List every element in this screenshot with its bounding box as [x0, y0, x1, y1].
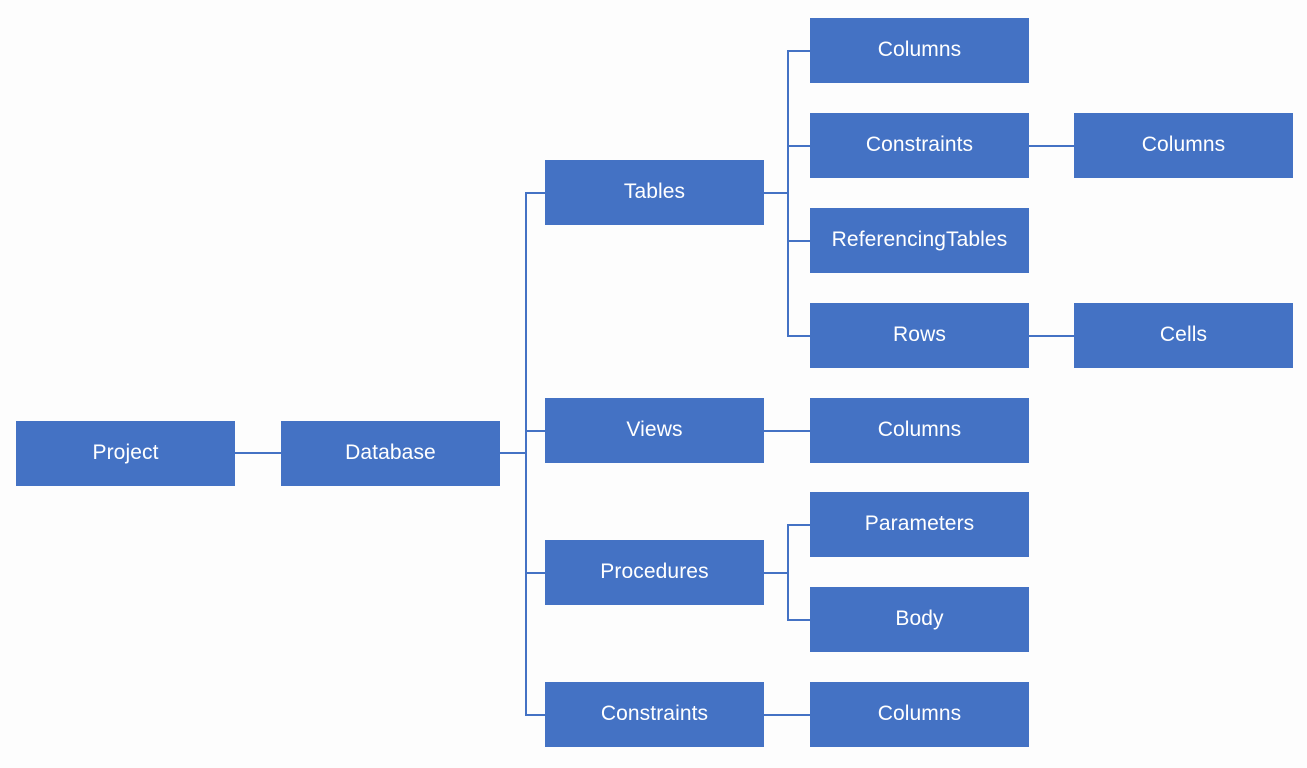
connector-procedures-children-vertical [787, 524, 789, 620]
connector-trunk-vertical [525, 192, 527, 715]
node-tables[interactable]: Tables [545, 160, 764, 225]
node-cells-label: Cells [1159, 323, 1208, 347]
node-views-columns[interactable]: Columns [810, 398, 1029, 463]
node-views-columns-label: Columns [877, 418, 962, 442]
node-parameters-label: Parameters [864, 512, 975, 536]
node-project-label: Project [92, 441, 159, 465]
connector-tables-children-vertical [787, 50, 789, 336]
connector-trunk-constraints [525, 714, 545, 716]
node-body[interactable]: Body [810, 587, 1029, 652]
node-database-label: Database [345, 441, 436, 465]
node-constraints-columns-label: Columns [877, 702, 962, 726]
connector-rows-cells [1029, 335, 1074, 337]
node-views[interactable]: Views [545, 398, 764, 463]
node-database-constraints-label: Constraints [600, 702, 709, 726]
connector-dbconstraints-columns [764, 714, 810, 716]
node-cells[interactable]: Cells [1074, 303, 1293, 368]
node-constraint-columns-far[interactable]: Columns [1074, 113, 1293, 178]
node-database[interactable]: Database [281, 421, 500, 486]
node-tables-label: Tables [623, 180, 686, 204]
connector-trunk-views [525, 430, 545, 432]
node-tables-constraints[interactable]: Constraints [810, 113, 1029, 178]
connector-tables-referencingtables [787, 240, 810, 242]
node-tables-constraints-label: Constraints [865, 133, 974, 157]
connector-project-database [235, 452, 281, 454]
connector-procedures-branch [764, 572, 789, 574]
node-tables-columns[interactable]: Columns [810, 18, 1029, 83]
connector-views-columns [764, 430, 810, 432]
node-constraint-columns-far-label: Columns [1141, 133, 1226, 157]
node-rows[interactable]: Rows [810, 303, 1029, 368]
node-body-label: Body [895, 607, 944, 631]
connector-trunk-procedures [525, 572, 545, 574]
node-constraints-columns[interactable]: Columns [810, 682, 1029, 747]
node-tables-columns-label: Columns [877, 38, 962, 62]
connector-tables-columns [787, 50, 810, 52]
node-rows-label: Rows [893, 323, 946, 347]
connector-constraints-columns-far [1029, 145, 1074, 147]
node-procedures[interactable]: Procedures [545, 540, 764, 605]
node-referencing-tables[interactable]: ReferencingTables [810, 208, 1029, 273]
connector-procedures-body [787, 619, 810, 621]
node-project[interactable]: Project [16, 421, 235, 486]
node-referencing-tables-label: ReferencingTables [831, 228, 1008, 252]
connector-tables-branch [764, 192, 789, 194]
node-views-label: Views [626, 418, 683, 442]
connector-trunk-tables [525, 192, 545, 194]
connector-database-trunk [499, 452, 526, 454]
connector-tables-rows [787, 335, 810, 337]
node-parameters[interactable]: Parameters [810, 492, 1029, 557]
connector-tables-constraints [787, 145, 810, 147]
node-database-constraints[interactable]: Constraints [545, 682, 764, 747]
node-procedures-label: Procedures [600, 560, 709, 584]
connector-procedures-parameters [787, 524, 810, 526]
